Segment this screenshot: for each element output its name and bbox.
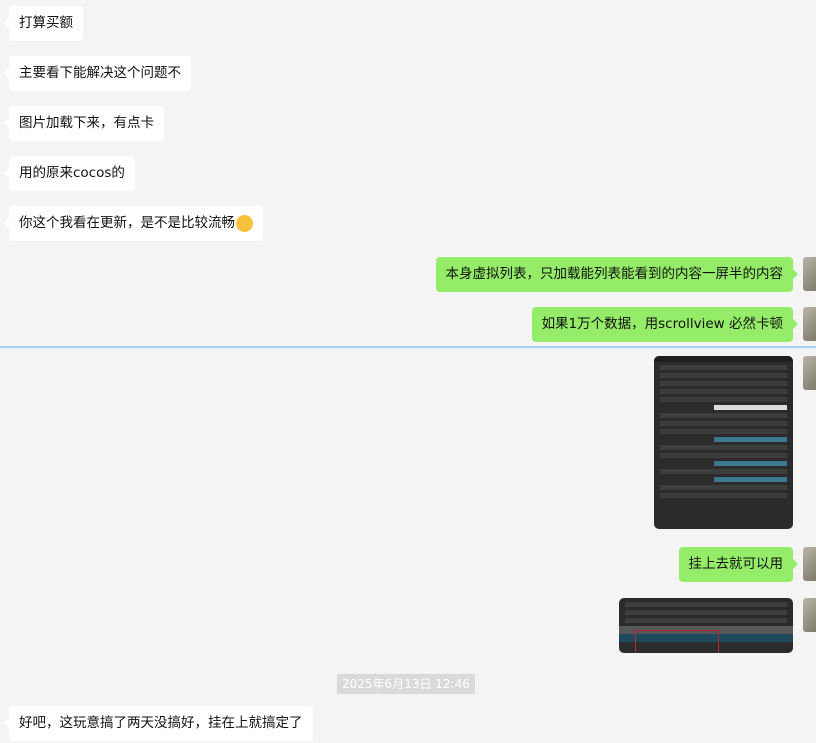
avatar[interactable] [803,598,816,632]
message-bubble-self[interactable]: 如果1万个数据，用scrollview 必然卡顿 [531,307,799,342]
message-bubble[interactable]: 主要看下能解决这个问题不 [4,56,191,91]
message-text: 打算买额 [19,15,73,31]
message-bubble[interactable]: 你这个我看在更新，是不是比较流畅 [4,206,263,241]
sweat-smile-emoji-icon [236,214,253,232]
message-text: 本身虚拟列表，只加载能列表能看到的内容一屏半的内容 [445,266,784,282]
message-text: 挂上去就可以用 [688,556,784,572]
message-bubble-self[interactable]: 本身虚拟列表，只加载能列表能看到的内容一屏半的内容 [435,257,798,292]
message-text: 你这个我看在更新，是不是比较流畅 [19,215,235,231]
avatar[interactable] [803,547,816,581]
message-bubble[interactable]: 用的原来cocos的 [4,156,135,191]
message-bubble[interactable]: 图片加载下来，有点卡 [4,106,164,141]
timestamp: 2025年6月13日 12:46 [337,674,475,694]
image-row [619,634,793,642]
avatar[interactable] [803,307,816,341]
avatar[interactable] [803,257,816,291]
message-text: 好吧，这玩意搞了两天没搞好，挂在上就搞定了 [19,715,303,731]
image-message[interactable] [619,598,793,653]
message-text: 用的原来cocos的 [19,165,125,181]
image-toolbar [654,356,793,362]
message-bubble[interactable]: 好吧，这玩意搞了两天没搞好，挂在上就搞定了 [4,706,313,741]
new-message-divider [0,346,816,348]
message-text: 如果1万个数据，用scrollview 必然卡顿 [541,316,783,332]
image-message[interactable] [654,356,793,529]
message-text: 图片加载下来，有点卡 [19,115,154,131]
message-text: 主要看下能解决这个问题不 [19,65,181,81]
message-bubble-self[interactable]: 挂上去就可以用 [678,547,798,582]
message-bubble[interactable]: 打算买额 [4,6,83,41]
avatar[interactable] [803,356,816,390]
highlight-box [635,630,719,653]
